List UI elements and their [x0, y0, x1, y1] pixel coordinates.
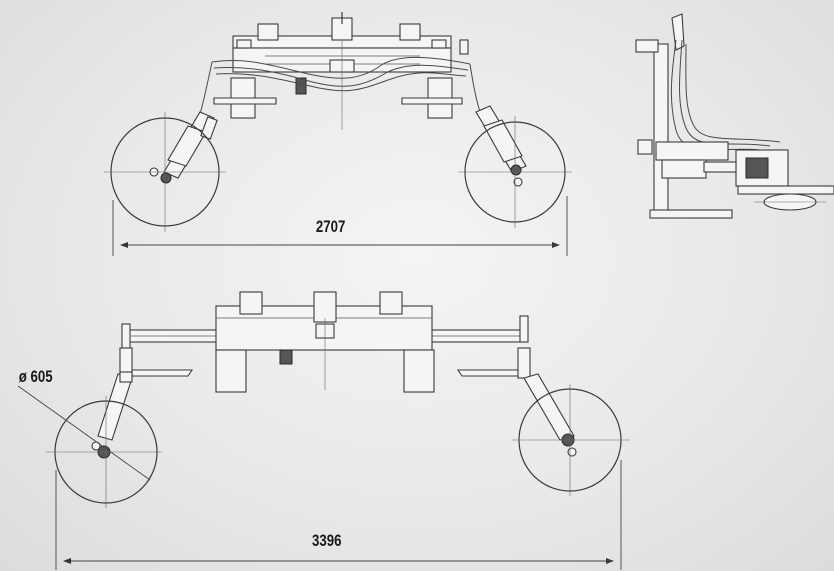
dimension-wheel-diameter: ø 605 — [17, 368, 151, 481]
folded-width-label: 2707 — [316, 218, 345, 237]
side-view — [635, 13, 834, 219]
extended-width-label: 3396 — [312, 532, 341, 551]
folded-front-view — [104, 12, 572, 232]
wheel-diameter-label: ø 605 — [19, 368, 53, 387]
dimension-folded-width: 2707 — [112, 196, 568, 256]
dimension-extended-width: 3396 — [55, 460, 622, 570]
extended-front-view — [46, 291, 630, 508]
